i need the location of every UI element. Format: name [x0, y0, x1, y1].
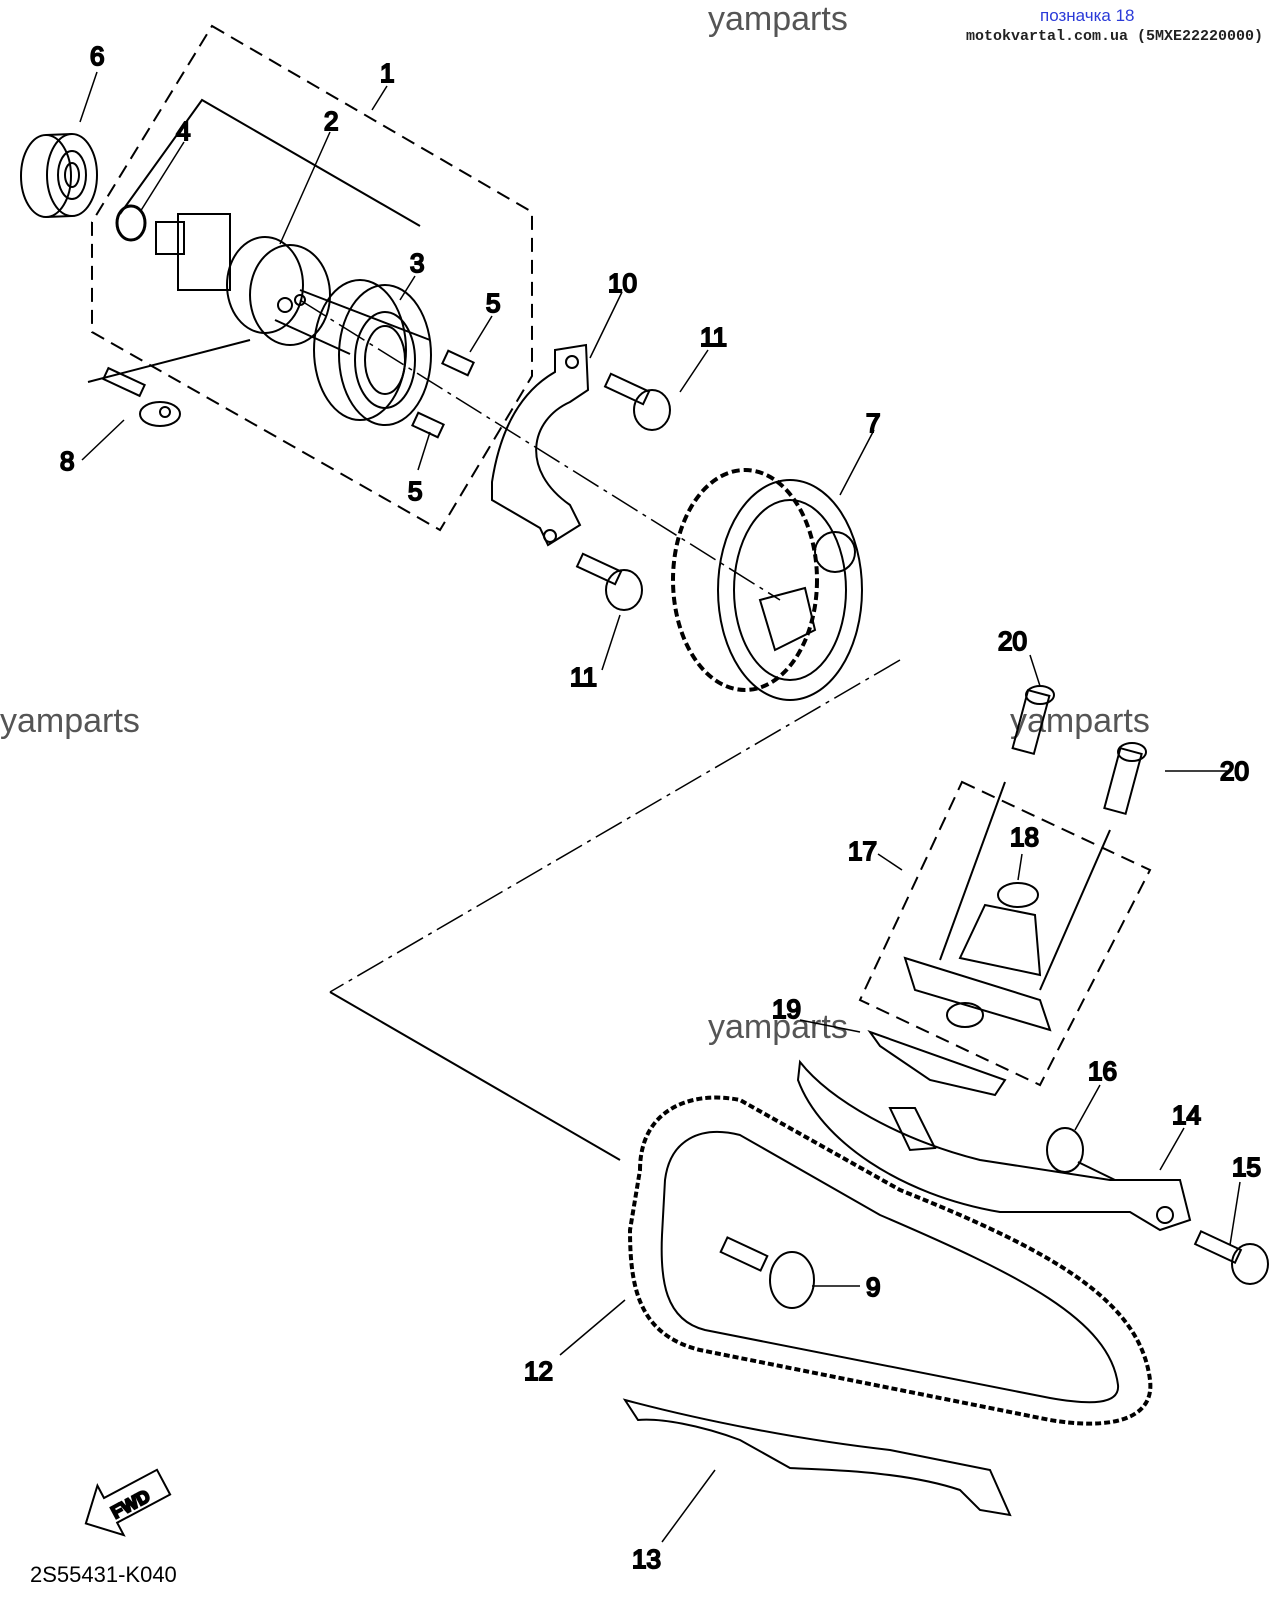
watermark: yamparts — [1010, 702, 1150, 740]
callout-7: 7 — [866, 408, 880, 438]
diagram-code: 2S55431-K040 — [30, 1562, 177, 1587]
assembly-1-boundary — [91, 24, 533, 532]
bolt-part-11 — [575, 552, 643, 611]
bearing-part-6 — [20, 133, 98, 218]
bearing-part-3 — [313, 279, 432, 426]
bolt-part-20 — [1011, 685, 1055, 756]
chain-part-12 — [627, 1095, 1153, 1426]
callout-12: 12 — [524, 1356, 553, 1386]
cap-part-18 — [997, 882, 1039, 908]
gasket-part-19 — [867, 1029, 1007, 1097]
dowel-pin-part-5 — [411, 411, 445, 439]
sprocket-part-7 — [671, 468, 863, 701]
watermark: yamparts — [708, 0, 848, 38]
guide-part-13 — [622, 1398, 1012, 1517]
assembly-2-bracket — [119, 98, 421, 227]
callout-20: 20 — [1220, 756, 1249, 786]
bolt-part-11 — [603, 372, 671, 431]
bolt-part-9 — [719, 1236, 815, 1309]
callout-6: 6 — [90, 41, 104, 71]
callout-11: 11 — [570, 662, 597, 692]
callout-1: 1 — [380, 58, 394, 88]
callout-5: 5 — [486, 288, 500, 318]
header-label: позначка 18 — [1040, 6, 1135, 25]
callout-10: 10 — [608, 268, 637, 298]
callout-20: 20 — [998, 626, 1027, 656]
bolt-part-20 — [1103, 742, 1147, 816]
collar-part-16 — [1046, 1127, 1116, 1181]
callout-5: 5 — [408, 476, 422, 506]
callout-2: 2 — [324, 106, 338, 136]
o-ring-part-4 — [115, 204, 147, 242]
callout-18: 18 — [1010, 822, 1039, 852]
callout-9: 9 — [866, 1272, 880, 1302]
callout-8: 8 — [60, 446, 74, 476]
callout-15: 15 — [1232, 1152, 1261, 1182]
shaft-part-2 — [155, 213, 431, 355]
plate-part-10 — [491, 343, 590, 547]
callout-16: 16 — [1088, 1056, 1117, 1086]
tensioner-assembly — [903, 903, 1052, 1032]
callout-19: 19 — [772, 994, 801, 1024]
watermark: yamparts — [708, 1008, 848, 1046]
fwd-arrow — [84, 1468, 172, 1537]
callout-11: 11 — [700, 322, 727, 352]
header-source: motokvartal.com.ua (5MXE22220000) — [966, 28, 1264, 45]
callout-4: 4 — [176, 116, 190, 146]
guide-part-14 — [796, 1059, 1192, 1232]
pin-part-8 — [102, 366, 181, 427]
callout-3: 3 — [410, 248, 424, 278]
bolt-part-15 — [1193, 1230, 1269, 1285]
callout-13: 13 — [632, 1544, 661, 1574]
callout-17: 17 — [848, 836, 877, 866]
callout-14: 14 — [1172, 1100, 1201, 1130]
assembly-17-boundary — [858, 780, 1152, 1087]
watermark: yamparts — [0, 702, 140, 740]
dowel-pin-part-5 — [441, 349, 475, 377]
